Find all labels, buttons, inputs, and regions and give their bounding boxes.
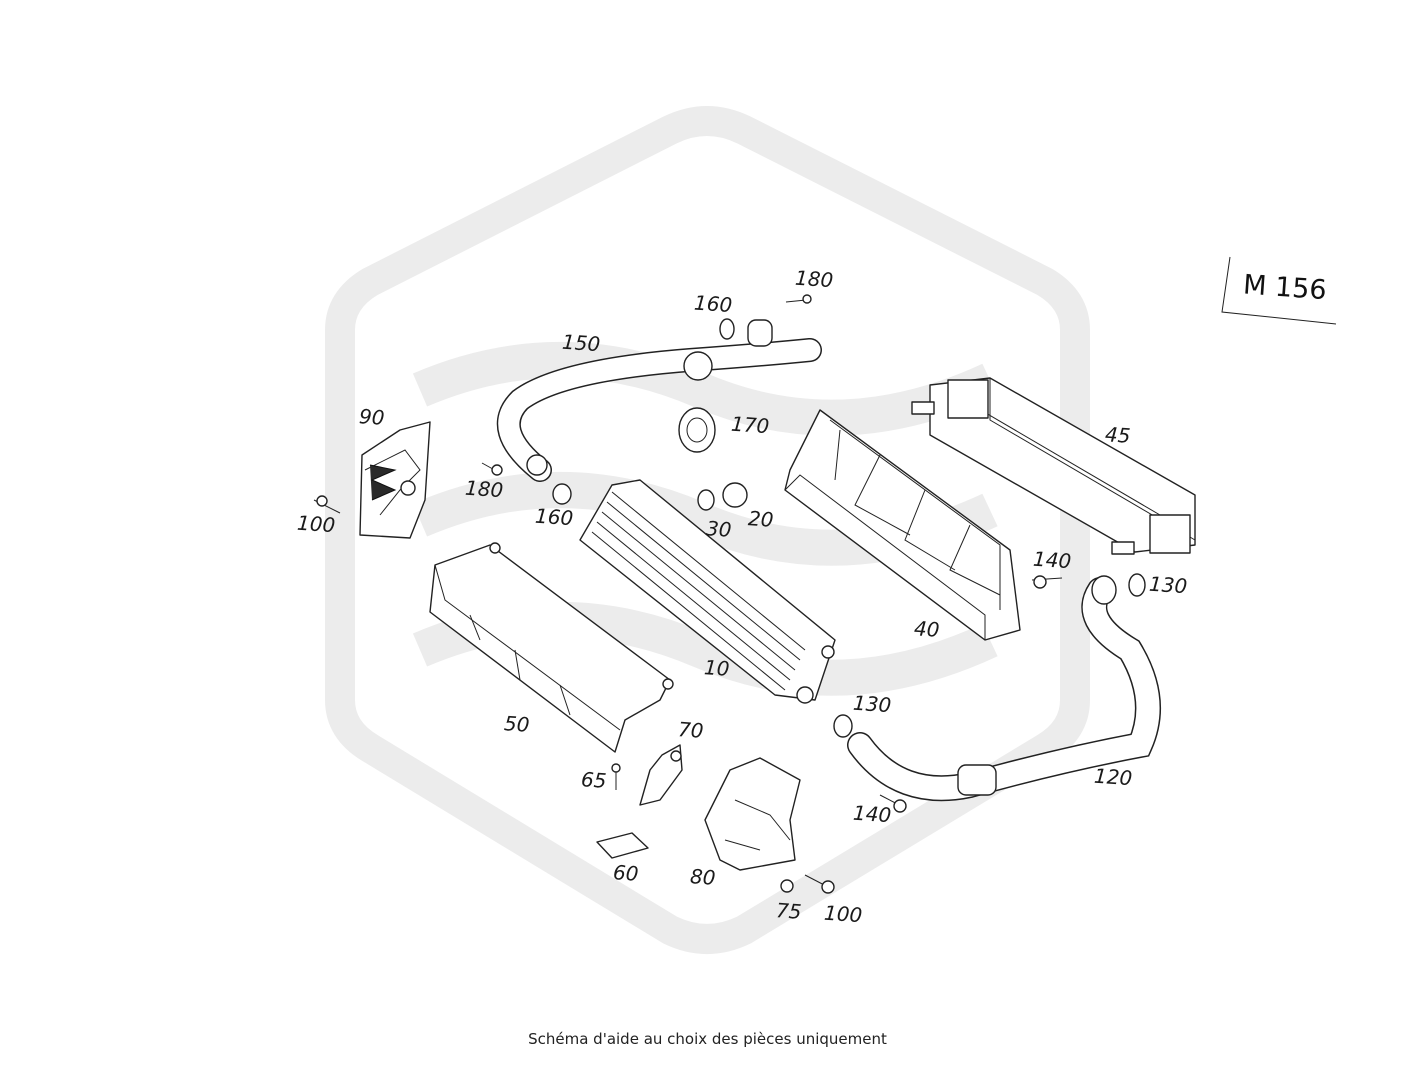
part-120-hose — [847, 575, 1161, 802]
callout-60[interactable]: 60 — [612, 860, 639, 886]
part-130-ring-mid — [833, 714, 853, 738]
model-code-label: M 156 — [1242, 269, 1327, 306]
part-80-bracket — [704, 757, 801, 871]
callout-75[interactable]: 75 — [775, 898, 802, 924]
callout-100-left[interactable]: 100 — [296, 511, 336, 538]
model-code-box: M 156 — [1221, 256, 1337, 325]
part-100-screw-left — [313, 495, 341, 514]
part-70-bracket — [639, 744, 683, 806]
part-100-screw-bottom — [804, 874, 835, 894]
part-10-intercooler — [579, 479, 836, 704]
callout-100-bottom[interactable]: 100 — [823, 901, 863, 928]
callout-140-right[interactable]: 140 — [1032, 547, 1072, 574]
part-75-nut — [780, 879, 794, 893]
part-45-bracket — [911, 377, 1196, 555]
part-180-screw-top — [785, 294, 812, 304]
callout-130-right[interactable]: 130 — [1148, 572, 1188, 599]
part-170-coupling — [678, 407, 716, 453]
part-140-screw-right — [1031, 575, 1063, 589]
callout-90[interactable]: 90 — [358, 404, 385, 430]
callout-140-mid[interactable]: 140 — [852, 801, 892, 828]
part-60-clip — [596, 832, 649, 859]
callout-70[interactable]: 70 — [677, 717, 704, 743]
callout-50[interactable]: 50 — [503, 711, 530, 737]
callout-160-left[interactable]: 160 — [534, 504, 574, 531]
callout-80[interactable]: 80 — [689, 864, 716, 890]
callout-150[interactable]: 150 — [561, 330, 601, 357]
callout-130-mid[interactable]: 130 — [852, 691, 892, 718]
part-65-screw — [611, 763, 621, 790]
intercooler-fins — [591, 491, 806, 691]
callout-20[interactable]: 20 — [747, 506, 774, 532]
part-40-shroud — [784, 409, 1021, 641]
callout-180-top[interactable]: 180 — [794, 266, 834, 293]
part-180-screw-left — [481, 462, 503, 476]
callout-170[interactable]: 170 — [730, 412, 770, 439]
callout-10[interactable]: 10 — [703, 655, 730, 681]
part-160-ring-left — [552, 483, 572, 505]
part-90-bracket — [359, 421, 431, 539]
part-20-plug — [722, 482, 748, 508]
part-130-ring-right — [1128, 573, 1146, 597]
part-140-screw-mid — [879, 794, 907, 813]
part-150-hose — [496, 319, 822, 482]
callout-65[interactable]: 65 — [580, 767, 607, 793]
part-160-ring-top — [719, 318, 735, 340]
part-50-shroud — [429, 542, 674, 753]
callout-45[interactable]: 45 — [1104, 422, 1131, 448]
callout-180-left[interactable]: 180 — [464, 476, 504, 503]
callout-40[interactable]: 40 — [913, 616, 940, 642]
callout-160-top[interactable]: 160 — [693, 291, 733, 318]
diagram-caption: Schéma d'aide au choix des pièces unique… — [528, 1030, 887, 1048]
part-30-seal — [697, 489, 715, 511]
callout-labels: 180 160 150 170 90 180 100 160 30 20 45 … — [296, 266, 1188, 928]
callout-120[interactable]: 120 — [1093, 764, 1133, 791]
callout-30[interactable]: 30 — [705, 516, 732, 542]
